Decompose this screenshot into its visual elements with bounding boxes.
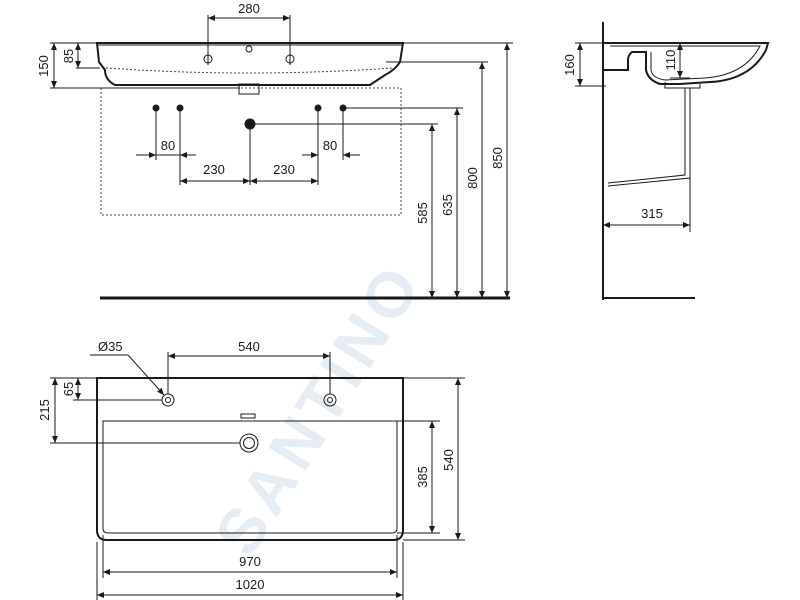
front-tap-hole-left <box>203 15 213 65</box>
dim-230-right: 230 <box>273 162 295 177</box>
dim-850: 850 <box>490 147 505 169</box>
dim-230-left: 230 <box>203 162 225 177</box>
front-basin-outline <box>95 42 405 86</box>
dim-800: 800 <box>465 167 480 189</box>
side-siphon <box>607 82 701 187</box>
top-basin-outline <box>96 377 404 541</box>
dim-150: 150 <box>36 55 51 77</box>
dim-635: 635 <box>440 194 455 216</box>
dim-85: 85 <box>61 49 76 63</box>
dim-80-right: 80 <box>323 138 337 153</box>
front-view: 280 150 85 80 80 230 230 <box>36 1 513 300</box>
front-cabinet-outline <box>100 87 402 216</box>
dim-315: 315 <box>641 206 663 221</box>
dim-585: 585 <box>415 202 430 224</box>
top-view: Ø35 540 215 65 385 540 970 1020 <box>37 339 465 600</box>
front-drain <box>238 83 260 95</box>
dim-215: 215 <box>37 399 52 421</box>
pipe-marker-left-2 <box>176 104 184 185</box>
front-tap-hole-right <box>285 15 295 65</box>
dim-diameter-35: Ø35 <box>98 339 123 354</box>
dim-65: 65 <box>61 382 76 396</box>
pipe-marker-left-1 <box>152 104 160 160</box>
dim-540-spacing: 540 <box>238 339 260 354</box>
top-tap-hole-left <box>161 393 175 407</box>
drain-marker <box>244 118 256 185</box>
dim-110: 110 <box>663 50 678 71</box>
pipe-marker-right-2 <box>339 104 347 160</box>
dim-970: 970 <box>239 554 261 569</box>
dim-540-depth: 540 <box>441 449 456 471</box>
side-view: 160 110 315 <box>562 22 770 300</box>
dim-80-left: 80 <box>161 138 175 153</box>
dim-160: 160 <box>562 54 577 76</box>
dim-1020: 1020 <box>236 577 265 592</box>
dim-385: 385 <box>415 466 430 488</box>
top-bowl-outline <box>102 420 398 534</box>
dim-280: 280 <box>238 1 260 16</box>
side-basin-profile <box>603 42 770 85</box>
pipe-marker-right-1 <box>314 104 322 185</box>
